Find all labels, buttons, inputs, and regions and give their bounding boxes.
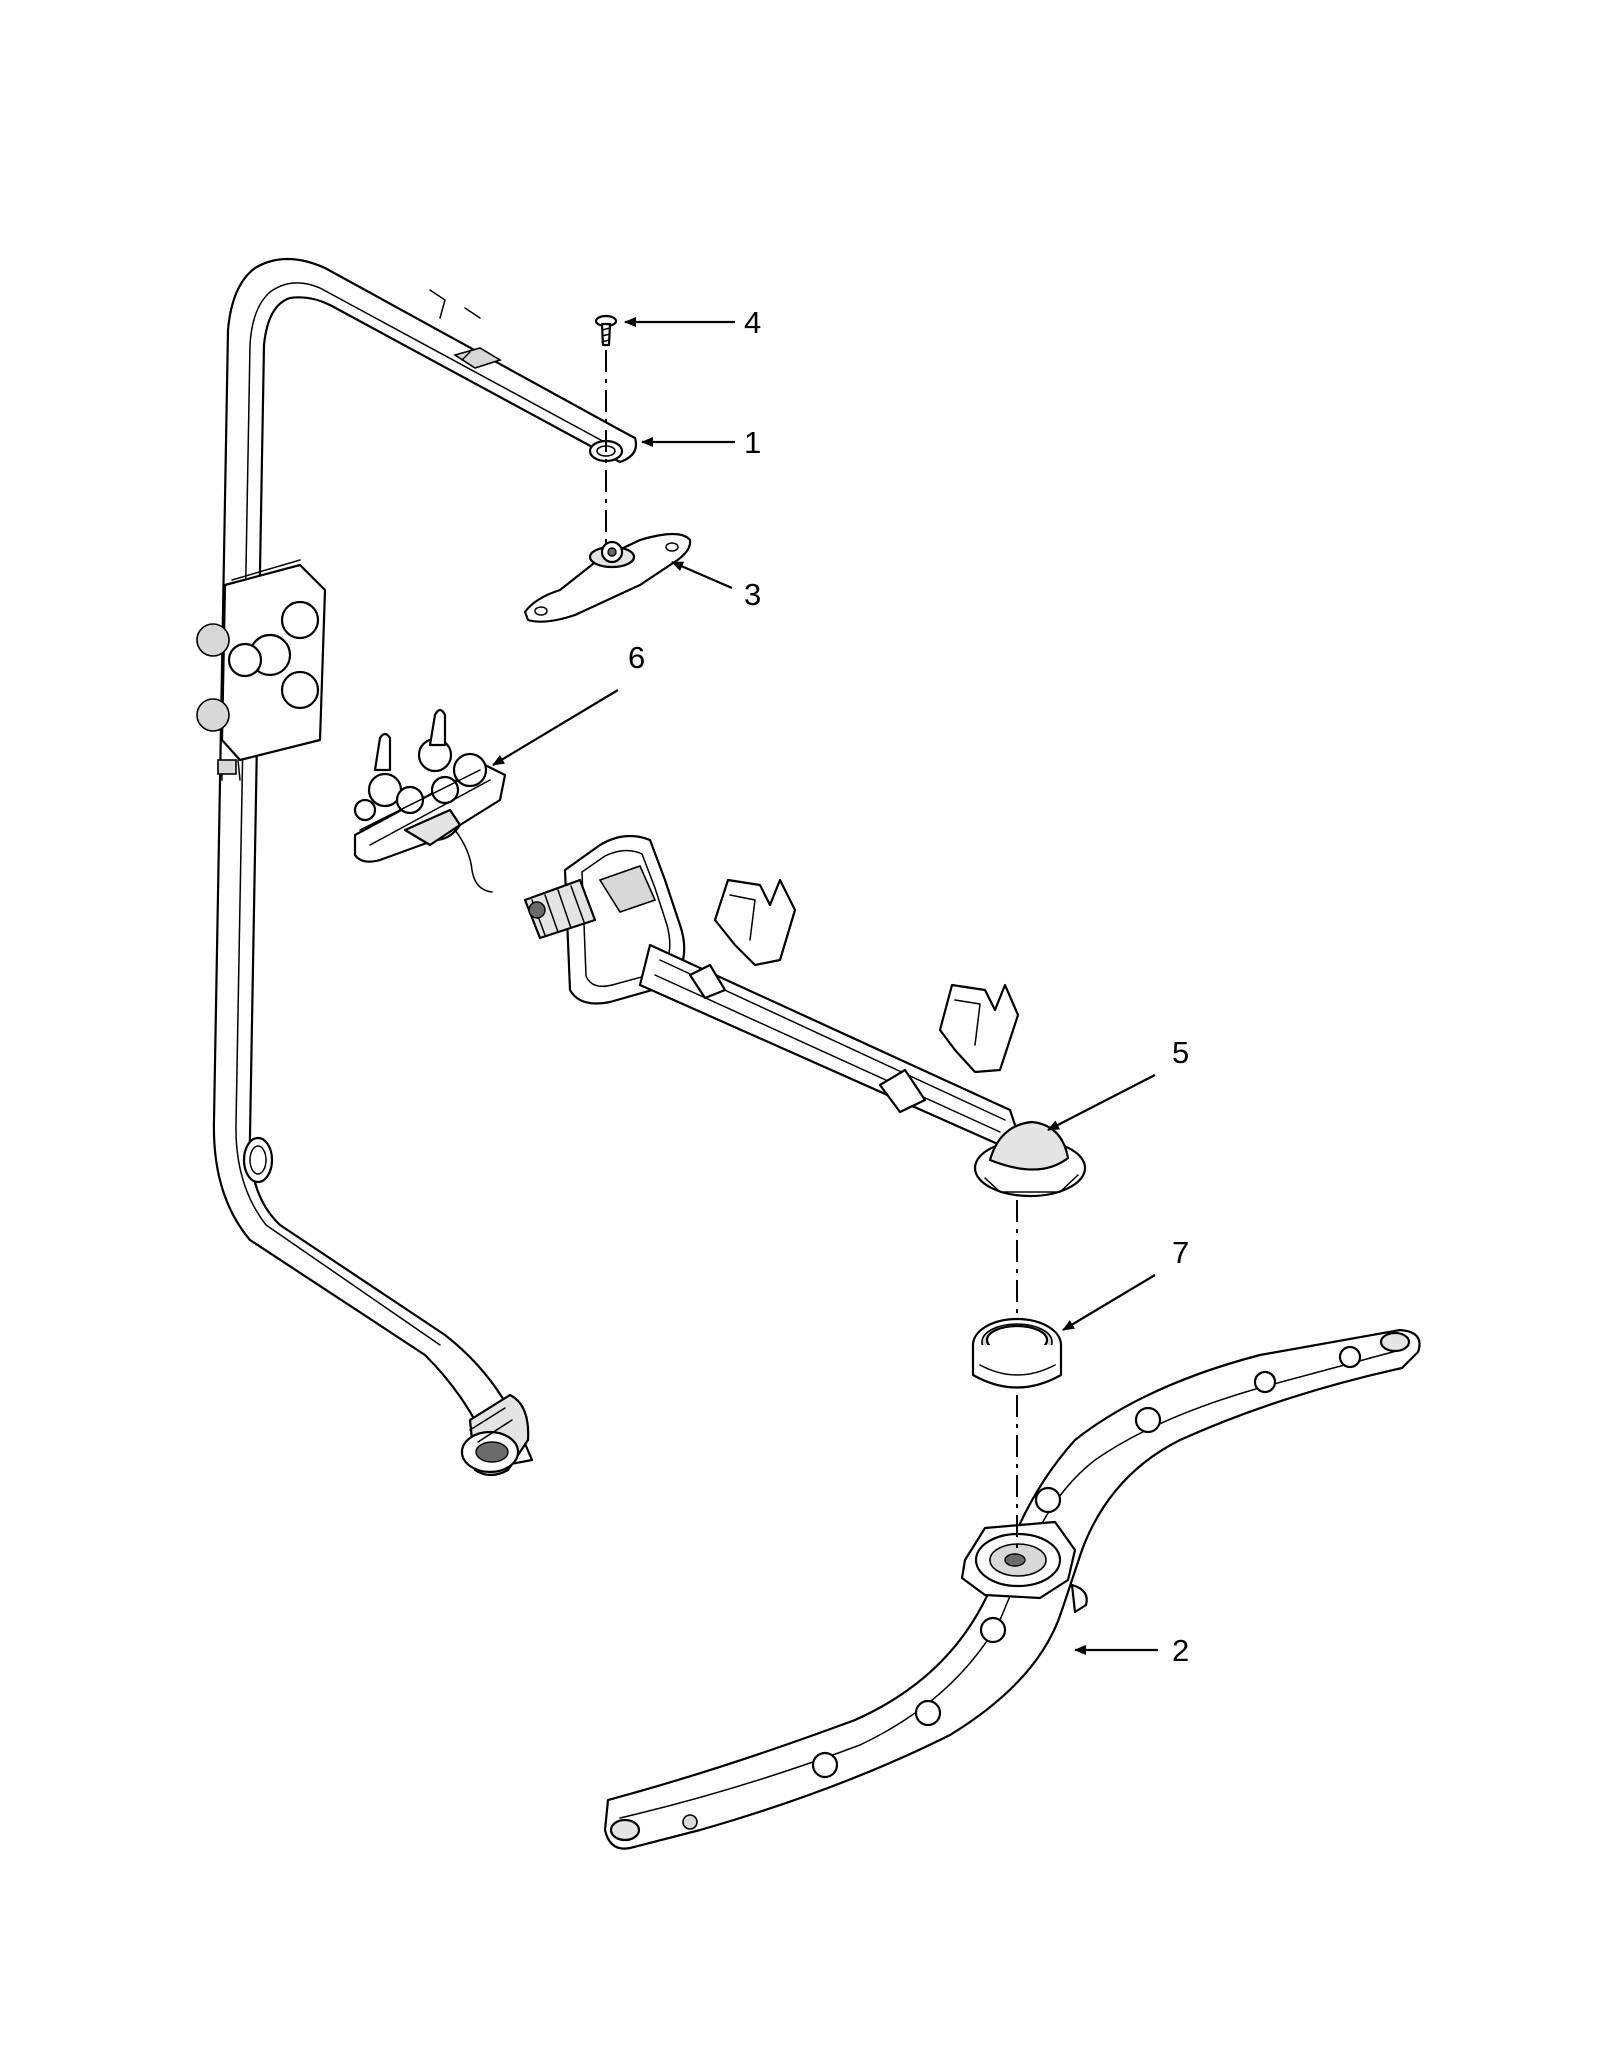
callout-7: 7 <box>1062 1235 1189 1331</box>
callout-label-5: 5 <box>1172 1035 1189 1070</box>
screw-part-4 <box>594 314 618 347</box>
callout-label-6: 6 <box>628 640 645 675</box>
callout-label-7: 7 <box>1172 1235 1189 1270</box>
callout-label-1: 1 <box>744 425 761 460</box>
callout-2: 2 <box>1074 1633 1189 1668</box>
leader-line-6 <box>492 689 619 766</box>
callout-label-2: 2 <box>1172 1633 1189 1668</box>
callout-6: 6 <box>492 640 645 766</box>
lower-spray-arm-part-2 <box>603 1328 1421 1850</box>
callout-4: 4 <box>624 305 761 340</box>
diverter-manifold-part-6 <box>353 708 507 893</box>
supply-tube-part-1 <box>196 258 638 1477</box>
assembly-axis-lines <box>605 350 1018 1550</box>
mount-plate-part-3 <box>523 532 692 623</box>
callout-5: 5 <box>1047 1035 1189 1131</box>
spray-arm-manifold-part-5 <box>523 834 1087 1198</box>
callout-label-3: 3 <box>744 577 761 612</box>
leader-line-7 <box>1062 1274 1156 1331</box>
callout-1: 1 <box>641 425 761 460</box>
callout-label-4: 4 <box>744 305 761 340</box>
seal-ring-part-7 <box>971 1317 1063 1389</box>
leader-line-3 <box>671 560 733 590</box>
callout-3: 3 <box>671 560 761 612</box>
leader-line-5 <box>1047 1074 1156 1131</box>
